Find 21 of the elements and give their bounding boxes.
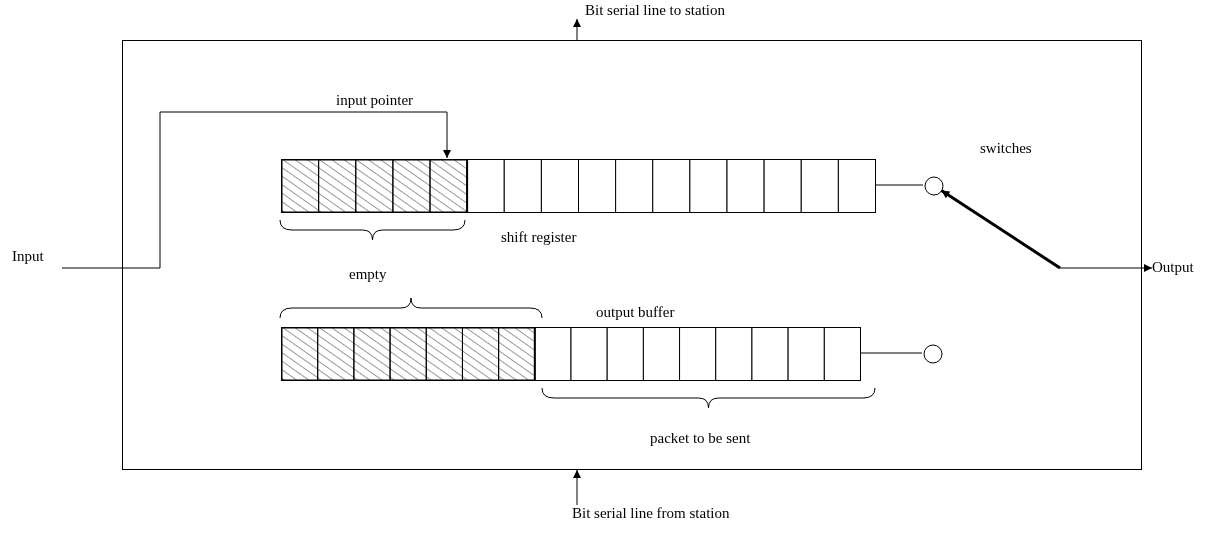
register-drawing [281,327,861,381]
connector-line [874,184,924,186]
connector-line [859,352,923,354]
line-label: Bit serial line from station [572,505,730,522]
register-label: output buffer [596,304,675,321]
arrow [1059,264,1153,272]
arrow [573,469,581,506]
register-drawing [281,159,876,213]
register-label: shift register [501,229,577,246]
line-label: Bit serial line to station [572,2,725,19]
interface-box [122,40,1142,470]
port-label: Input [12,248,44,265]
port-label: Output [1152,259,1194,276]
switch-contact-circle [923,344,943,364]
arrow [61,111,451,269]
bracket-label: empty [349,266,387,283]
arrow [573,18,581,41]
edge-label: input pointer [334,92,416,109]
switch-lever [940,189,1061,270]
switch-contact-circle [924,176,944,196]
bracket-label: packet to be sent [650,430,751,447]
